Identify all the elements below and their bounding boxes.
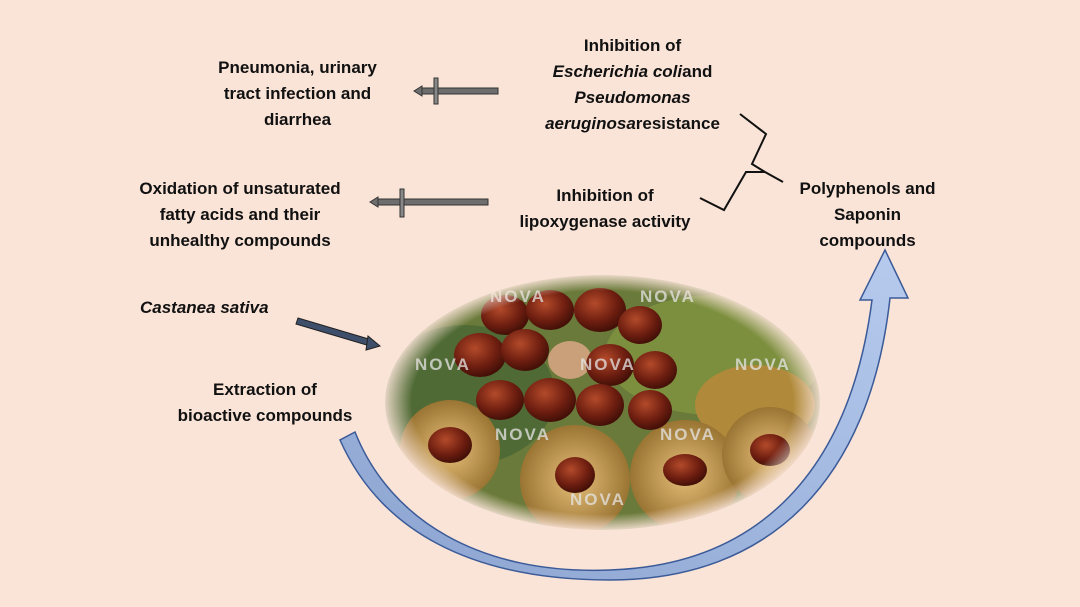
chestnut-photo: NOVA NOVA NOVA NOVA NOVA NOVA NOVA NOVA (385, 275, 820, 530)
label-line: unhealthy compounds (149, 231, 331, 250)
watermark: NOVA (580, 355, 636, 374)
arrow-castanea-to-photo (295, 317, 382, 351)
label-line: tract infection and (223, 84, 372, 103)
label-oxidation: Oxidation of unsaturated fatty acids and… (115, 176, 365, 254)
watermark: NOVA (660, 425, 716, 444)
label-line: lipoxygenase activity (519, 212, 691, 231)
label-word: and (682, 62, 713, 81)
label-line: Inhibition of (556, 186, 654, 205)
label-inhibition-ecoli: Inhibition of Escherichia coliand Pseudo… (520, 33, 745, 137)
watermark: NOVA (490, 287, 546, 306)
watermark: NOVA (495, 425, 551, 444)
arrow-left-oxidation (369, 188, 489, 218)
label-line: Oxidation of unsaturated (139, 179, 341, 198)
watermark: NOVA (415, 355, 471, 374)
label-extraction: Extraction of bioactive compounds (160, 377, 370, 429)
label-word: resistance (635, 114, 720, 133)
label-line: diarrhea (263, 110, 332, 129)
species-pseudomonas: Pseudomonas (574, 88, 691, 107)
label-inhibition-lipoxygenase: Inhibition of lipoxygenase activity (500, 183, 710, 235)
label-castanea-sativa: Castanea sativa (140, 298, 269, 317)
arrow-left-pneumonia (413, 77, 499, 105)
watermark: NOVA (640, 287, 696, 306)
bracket-connector (699, 113, 784, 212)
label-line: Polyphenols and (799, 179, 936, 198)
label-line: compounds (819, 231, 916, 250)
label-line: fatty acids and their (159, 205, 321, 224)
watermark: NOVA (735, 355, 791, 374)
watermark: NOVA (570, 490, 626, 509)
label-line: Inhibition of (583, 36, 682, 55)
label-line: Saponin (833, 205, 902, 224)
label-line: Extraction of (213, 380, 317, 399)
label-line: bioactive compounds (177, 406, 353, 425)
label-pneumonia: Pneumonia, urinary tract infection and d… (190, 55, 405, 133)
species-aeruginosa: aeruginosa (545, 114, 636, 133)
species-ecoli: Escherichia coli (552, 62, 683, 81)
label-polyphenols-saponin: Polyphenols and Saponin compounds (780, 176, 955, 254)
label-line: Pneumonia, urinary (218, 58, 377, 77)
curved-arrow-extraction-to-polyphenols (339, 248, 910, 581)
